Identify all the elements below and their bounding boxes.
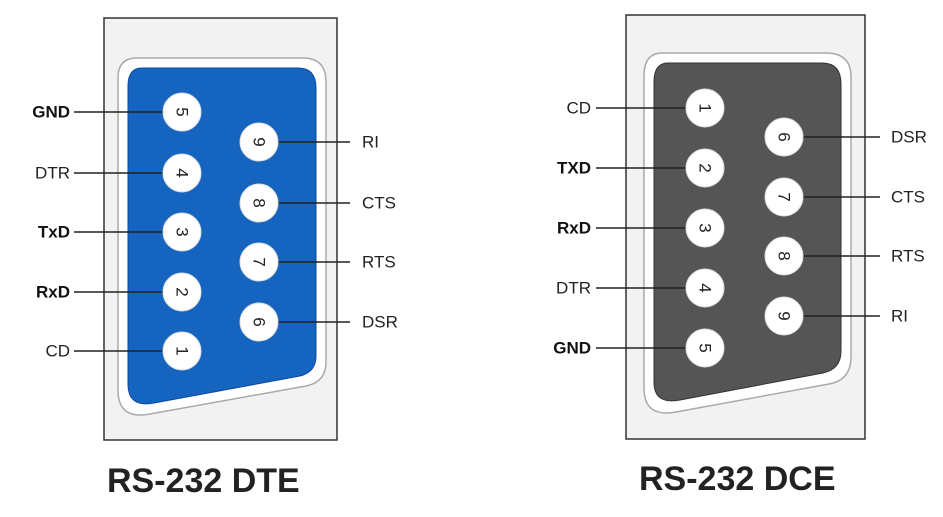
dce-pin-number: 9 [775, 311, 794, 320]
dte-signal-label: DSR [362, 313, 398, 332]
dce-pin-circle [764, 296, 804, 336]
dce-signal-label: DTR [556, 279, 591, 298]
dte-signal-label: GND [32, 103, 70, 122]
dte-pin-number: 9 [250, 137, 269, 146]
dte-title: RS-232 DTE [107, 462, 300, 500]
dte-signal-label: RI [362, 133, 379, 152]
dte-pin-circle [239, 122, 279, 162]
dte-pin-circle [162, 92, 202, 132]
dce-pin-number: 7 [775, 192, 794, 201]
dce-signal-label: RTS [891, 247, 925, 266]
dte-signal-label: CTS [362, 194, 396, 213]
dte-signal-label: TxD [38, 223, 70, 242]
dce-pin-circle [685, 268, 725, 308]
dte-pin-circle [162, 153, 202, 193]
dte-signal-label: RxD [36, 283, 70, 302]
dce-signal-label: CTS [891, 188, 925, 207]
dte-pin-number: 6 [250, 317, 269, 326]
dte-pin-number: 3 [173, 227, 192, 236]
dce-pin-circle [685, 88, 725, 128]
dce-signal-label: TXD [557, 159, 591, 178]
dce-pin-number: 6 [775, 132, 794, 141]
dte-pin-number: 7 [250, 257, 269, 266]
dce-shell [653, 62, 842, 402]
dce-connector: 1 CD 2 TXD 3 RxD 4 DTR 5 GND 6 DSR 7 CTS 8 RTS 9 RI [553, 14, 927, 440]
dce-title: RS-232 DCE [639, 460, 836, 498]
dte-pin-number: 2 [173, 287, 192, 296]
dce-signal-label: CD [566, 99, 591, 118]
dte-pin-number: 5 [173, 107, 192, 116]
dte-pin-number: 4 [173, 168, 192, 177]
dce-pin-circle [764, 236, 804, 276]
dte-pin-circle [239, 183, 279, 223]
dce-signal-label: GND [553, 339, 591, 358]
dte-pin-circle [239, 302, 279, 342]
dte-pin-number: 8 [250, 198, 269, 207]
dte-connector: 5 GND 4 DTR 3 TxD 2 RxD 1 CD 9 RI 8 CTS 7 RTS 6 DSR [32, 17, 398, 441]
dce-pin-circle [685, 148, 725, 188]
dte-pin-circle [239, 242, 279, 282]
dce-pin-circle [764, 117, 804, 157]
dte-pin-circle [162, 212, 202, 252]
dce-pin-circle [685, 208, 725, 248]
dce-signal-label: RI [891, 307, 908, 326]
dte-signal-label: CD [45, 342, 70, 361]
dce-signal-label: DSR [891, 128, 927, 147]
dce-pin-circle [685, 328, 725, 368]
dce-pin-number: 2 [696, 163, 715, 172]
dte-signal-label: RTS [362, 253, 396, 272]
dte-shell [127, 67, 317, 405]
dce-pin-number: 3 [696, 223, 715, 232]
dce-signal-label: RxD [557, 219, 591, 238]
dte-pin-number: 1 [173, 346, 192, 355]
dte-signal-label: DTR [35, 164, 70, 183]
dce-pin-number: 1 [696, 103, 715, 112]
dce-pin-number: 4 [696, 283, 715, 292]
dte-pin-circle [162, 272, 202, 312]
dte-pin-circle [162, 331, 202, 371]
dce-pin-number: 5 [696, 343, 715, 352]
dce-pin-number: 8 [775, 251, 794, 260]
dce-pin-circle [764, 177, 804, 217]
